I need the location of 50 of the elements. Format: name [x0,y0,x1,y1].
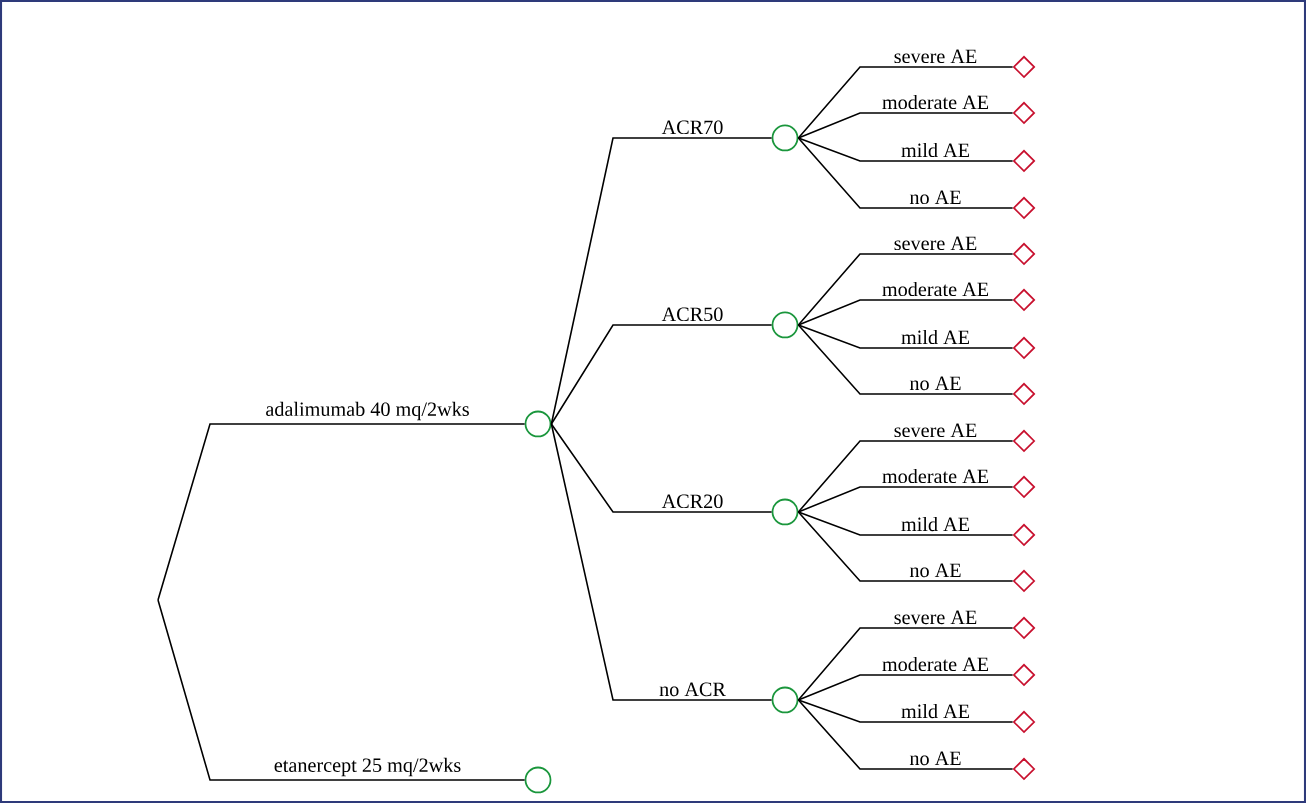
branch-line [797,674,1014,701]
branch-label: severe AE [891,234,980,252]
branch-label: moderate AE [880,280,991,298]
circle-node [771,311,799,339]
branch-label: etanercept 25 mq/2wks [272,756,463,778]
branch-line [550,423,773,513]
branch-line [797,112,1014,139]
branch-label: ACR20 [659,492,726,510]
branch-label: moderate AE [880,93,991,111]
branch-line [797,699,1014,723]
branch-line [797,253,1014,326]
branch-label: mild AE [899,702,972,720]
branch-line [797,511,1014,536]
branch-line [797,511,1014,582]
branch-label: no AE [907,749,964,767]
branch-label: severe AE [891,608,980,626]
branch-label: severe AE [891,421,980,439]
branch-label: no AE [907,188,964,206]
branch-line [550,324,773,425]
circle-node [524,766,552,794]
branch-label: mild AE [899,328,972,346]
branch-line [797,66,1014,139]
circle-node [771,498,799,526]
branch-line [797,137,1014,162]
branch-label: moderate AE [880,467,991,485]
branch-line [797,440,1014,513]
branch-line [550,137,773,425]
branch-label: ACR70 [659,118,726,136]
branch-line [797,486,1014,513]
branch-line [157,423,526,601]
branch-label: mild AE [899,141,972,159]
circle-node [771,124,799,152]
branch-line [157,599,526,781]
branch-label: adalimumab 40 mq/2wks [263,400,472,422]
circle-node [524,410,552,438]
branch-label: mild AE [899,515,972,533]
branch-label: no ACR [657,680,728,698]
branch-line [797,627,1014,701]
branch-line [797,699,1014,770]
branch-line [797,137,1014,209]
branch-line [797,324,1014,395]
branch-line [550,423,773,701]
branch-line [797,324,1014,349]
branch-label: no AE [907,374,964,392]
branch-label: ACR50 [659,305,726,323]
branch-line [797,299,1014,326]
branch-label: no AE [907,561,964,579]
branch-label: severe AE [891,47,980,65]
branch-label: moderate AE [880,655,991,673]
circle-node [771,686,799,714]
